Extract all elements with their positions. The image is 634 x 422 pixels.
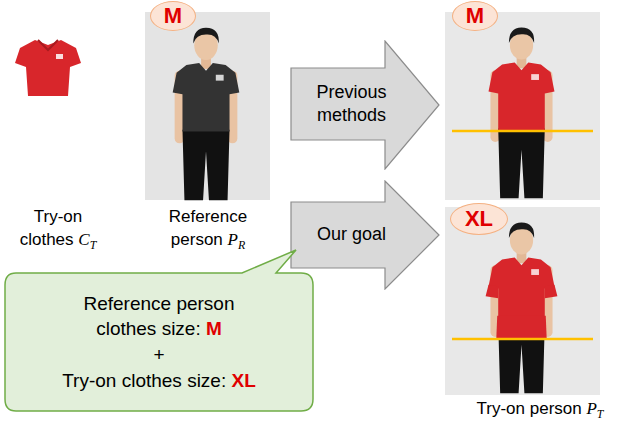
arrow-label: Our goal [317,223,386,246]
speech-bubble: Reference person clothes size: M+ Try-on … [4,272,314,412]
bubble-line: Try-on clothes size: XL [62,368,256,394]
plus-sign: + [153,344,164,365]
size-text: Try-on clothes size: [62,370,226,391]
bubble-line: Reference person clothes size: M [54,291,264,342]
symbol-letter: P [586,399,596,418]
block-arrow: Our goal [290,180,440,290]
bubble-line: + [153,342,164,368]
size-label: XL [465,206,493,232]
arrow-text-box: Previous methods [294,68,409,140]
caption-text: Try-on person [477,399,582,418]
symbol-letter: P [228,230,238,249]
size-badge: XL [450,203,508,235]
block-arrow: Previous methods [290,40,440,170]
caption-text: Try-on clothes [20,207,83,249]
symbol-subscript: T [90,238,97,252]
arrow-label: Previous methods [294,81,409,128]
bubble-text: Reference person clothes size: M+ Try-on … [4,272,314,412]
size-value: XL [232,370,256,391]
reference-photo [145,12,270,200]
symbol-letter: C [78,230,89,249]
caption: Reference person PR [150,206,266,253]
clothes-image [15,40,81,96]
math-symbol: PT [586,399,603,418]
caption: Try-on clothes CT [6,206,110,253]
result-photo [445,12,600,200]
math-symbol: CT [78,230,96,249]
size-value: M [206,318,222,339]
math-symbol: PR [228,230,246,249]
arrow-text-box: Our goal [294,202,409,268]
size-label: M [164,3,182,29]
symbol-subscript: R [238,238,245,252]
caption: Try-on person PT [440,398,634,422]
size-badge: M [452,1,498,31]
size-label: M [466,3,484,29]
symbol-subscript: T [597,407,604,421]
result-photo [445,207,600,395]
size-badge: M [150,1,196,31]
